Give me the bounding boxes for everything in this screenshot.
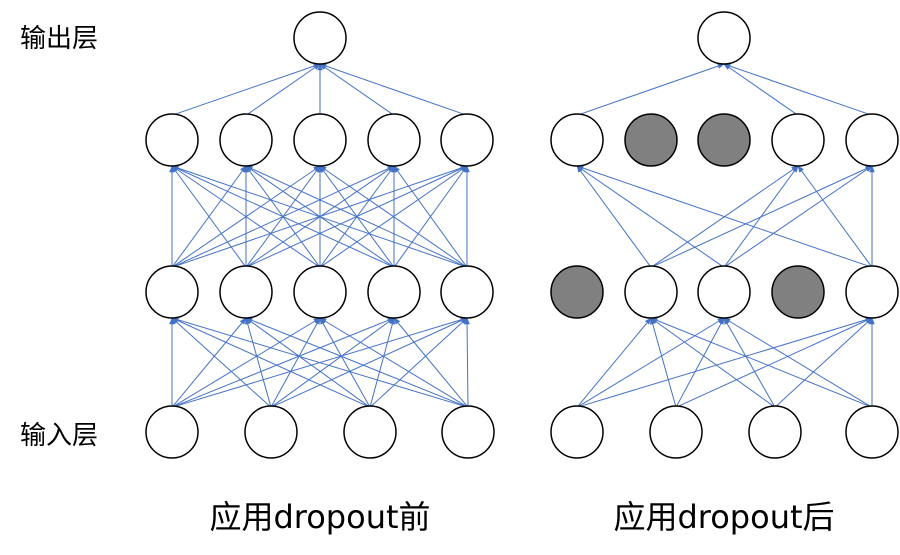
connection-edge <box>650 317 776 408</box>
connection-edge <box>171 317 272 408</box>
connection-edge <box>723 63 799 116</box>
dropped-hidden2-node <box>697 113 751 167</box>
connection-edge <box>723 63 873 116</box>
hidden2-node <box>293 113 347 167</box>
hidden1-node <box>845 265 899 319</box>
connection-edge <box>319 63 395 116</box>
hidden1-node <box>697 265 751 319</box>
hidden2-node <box>550 113 604 167</box>
hidden2-node <box>845 113 899 167</box>
connection-edge <box>245 317 272 408</box>
output-node <box>697 11 751 65</box>
input-node <box>145 405 199 459</box>
connection-edge <box>270 317 395 408</box>
input-node <box>343 405 397 459</box>
output-layer-label: 输出层 <box>20 24 99 54</box>
connection-edge <box>723 165 799 268</box>
connection-edge <box>723 317 776 408</box>
connection-edge <box>319 317 469 408</box>
connection-edge <box>245 317 371 408</box>
hidden1-node <box>440 265 494 319</box>
connection-edge <box>245 165 468 268</box>
connection-edge <box>797 165 873 268</box>
dropped-hidden2-node <box>624 113 678 167</box>
connection-edge <box>369 317 396 408</box>
dropped-hidden1-node <box>550 265 604 319</box>
connection-edge <box>464 317 470 408</box>
connection-edge <box>319 317 371 408</box>
hidden1-node <box>219 265 273 319</box>
hidden2-node <box>219 113 273 167</box>
connection-edge <box>319 165 468 268</box>
hidden1-node <box>367 265 421 319</box>
input-layer-label: 输入层 <box>20 421 99 451</box>
connection-edge <box>393 165 468 268</box>
input-node <box>550 405 604 459</box>
connection-edge <box>576 317 725 408</box>
connection-edge <box>774 317 873 408</box>
connection-edge <box>171 317 371 408</box>
connection-edge <box>723 165 873 268</box>
hidden2-node <box>440 113 494 167</box>
hidden1-node <box>624 265 678 319</box>
hidden2-node <box>145 113 199 167</box>
connection-edge <box>270 317 468 408</box>
hidden1-node <box>293 265 347 319</box>
connection-edge <box>171 165 468 268</box>
hidden1-node <box>145 265 199 319</box>
connection-edge <box>171 165 247 268</box>
connection-edge <box>171 63 321 116</box>
dropped-hidden1-node <box>771 265 825 319</box>
after-dropout-caption: 应用dropout后 <box>613 498 835 536</box>
connection-edge <box>576 63 725 116</box>
connection-edge <box>270 317 321 408</box>
connection-edge <box>171 317 395 408</box>
input-node <box>748 405 802 459</box>
connection-edge <box>171 317 469 408</box>
connection-edge <box>576 165 725 268</box>
output-node <box>293 11 347 65</box>
connection-edge <box>723 317 873 408</box>
input-node <box>441 405 495 459</box>
connection-edge <box>576 317 873 408</box>
connection-edge <box>576 317 652 408</box>
connection-edge <box>576 165 873 268</box>
input-node <box>845 405 899 459</box>
connection-edge <box>369 317 468 408</box>
input-node <box>244 405 298 459</box>
connection-edge <box>245 63 321 116</box>
connection-edge <box>171 165 395 268</box>
connection-edge <box>319 63 468 116</box>
connection-edge <box>171 165 321 268</box>
connection-edge <box>576 165 652 268</box>
connection-edge <box>675 317 873 408</box>
input-node <box>649 405 703 459</box>
before-dropout-caption: 应用dropout前 <box>209 498 431 536</box>
connection-edge <box>171 317 321 408</box>
connection-edge <box>650 317 677 408</box>
connection-edge <box>650 317 873 408</box>
hidden2-node <box>771 113 825 167</box>
hidden2-node <box>367 113 421 167</box>
connection-edge <box>245 317 469 408</box>
connection-edge <box>393 317 469 408</box>
connection-edge <box>675 317 725 408</box>
connection-edge <box>171 317 247 408</box>
